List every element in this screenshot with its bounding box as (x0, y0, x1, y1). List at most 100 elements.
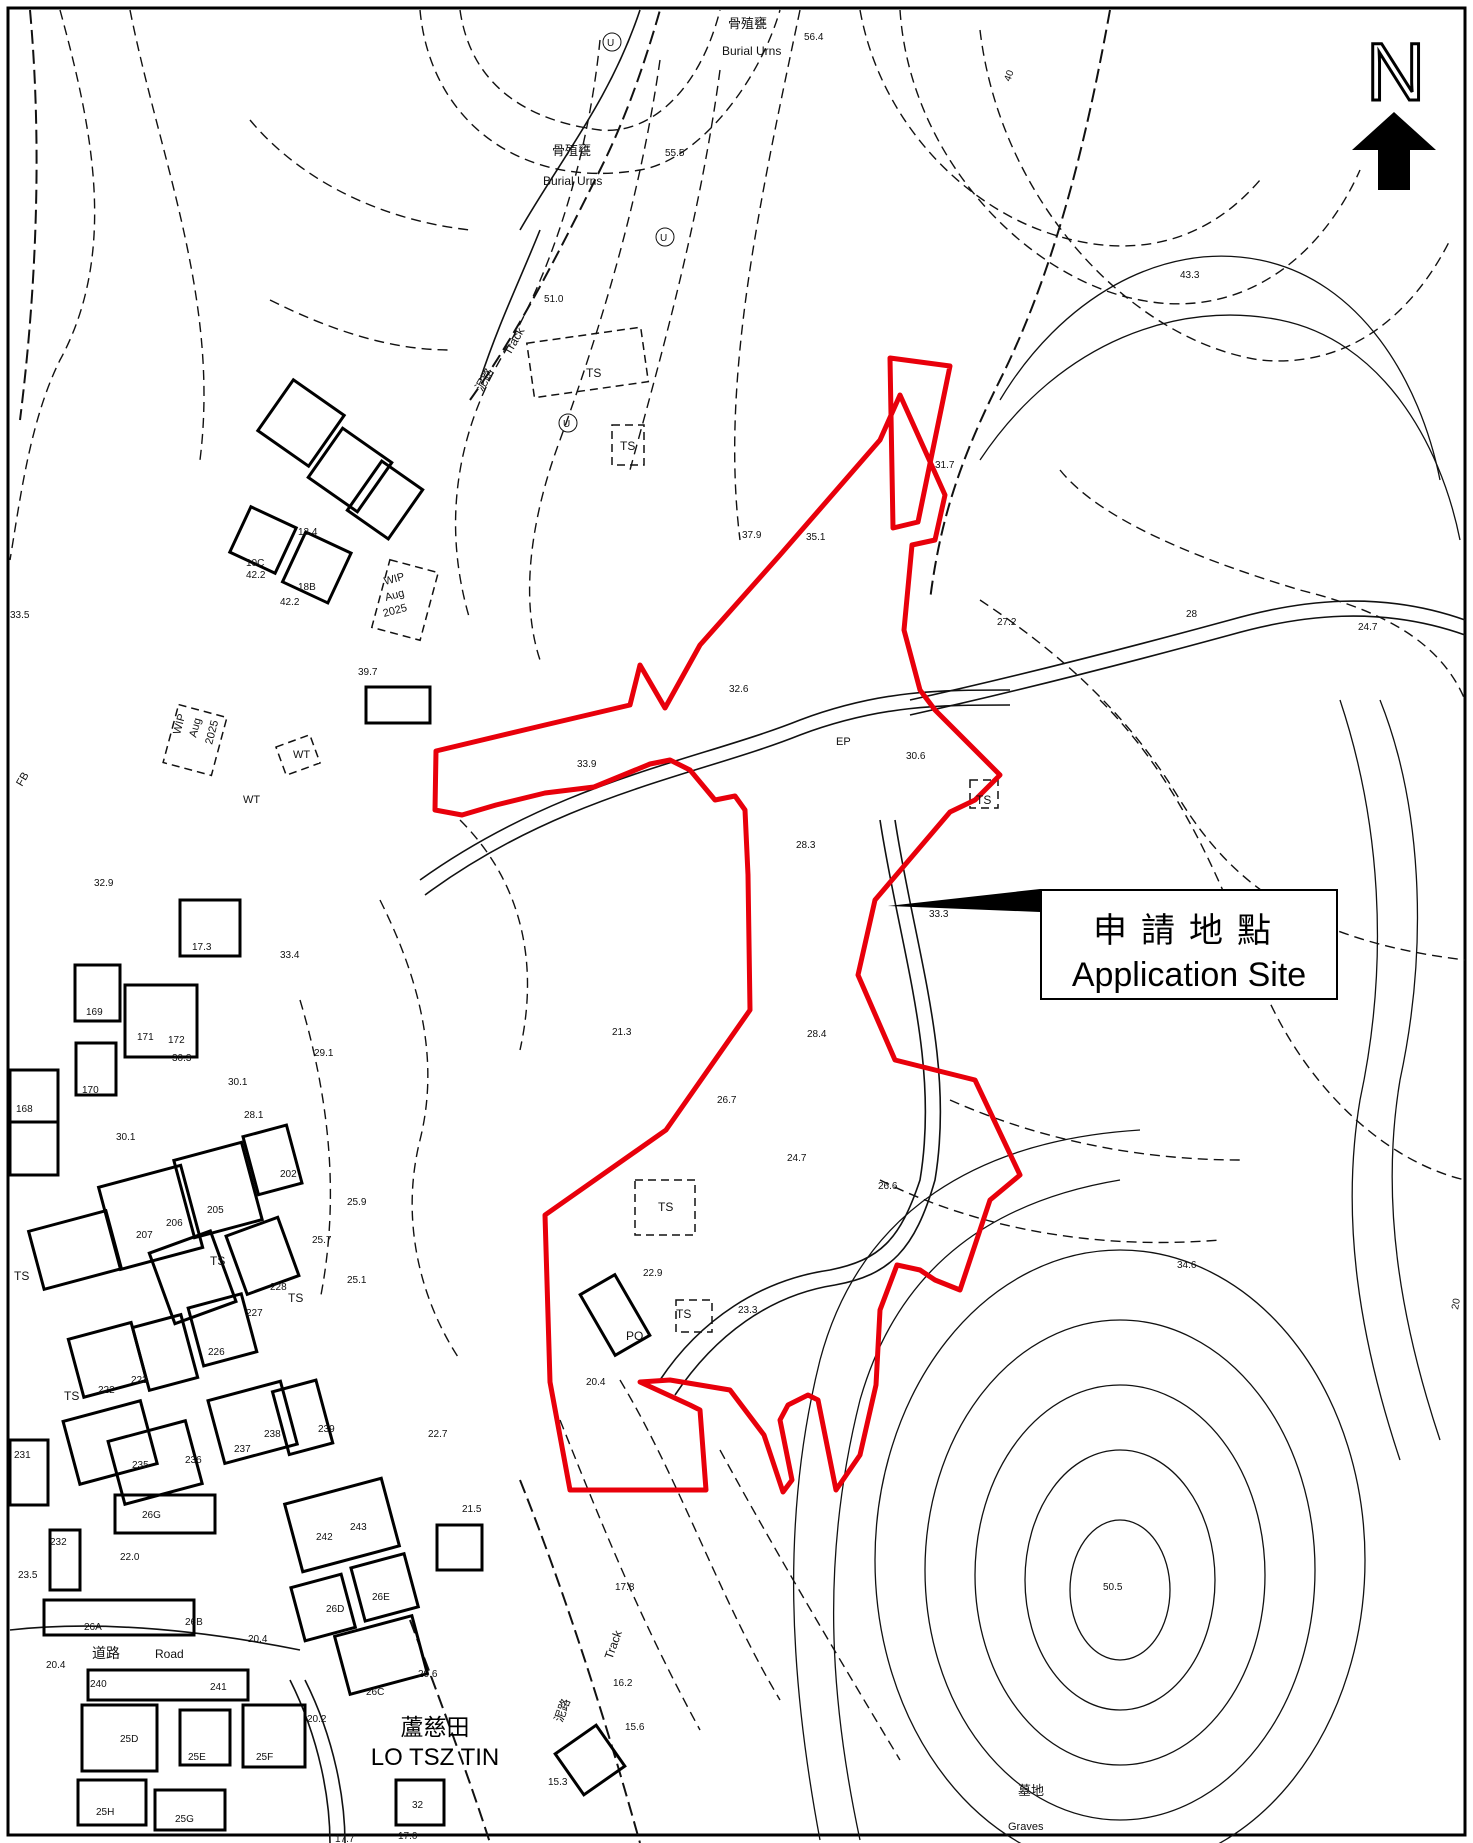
svg-text:20.2: 20.2 (307, 1714, 327, 1725)
svg-text:168: 168 (16, 1104, 33, 1115)
urn-symbols: U U U (558, 32, 675, 433)
post-office-label: PO (626, 1329, 643, 1343)
svg-text:223: 223 (131, 1375, 148, 1386)
svg-text:25H: 25H (96, 1807, 114, 1818)
svg-text:U: U (607, 38, 614, 49)
svg-text:238: 238 (264, 1429, 281, 1440)
svg-text:25.7: 25.7 (312, 1235, 332, 1246)
wip-label: 2025 (382, 602, 409, 620)
svg-text:20.4: 20.4 (46, 1660, 66, 1671)
svg-text:35.1: 35.1 (806, 532, 826, 543)
svg-text:226: 226 (208, 1347, 225, 1358)
buildings (8, 377, 652, 1832)
svg-text:231: 231 (14, 1450, 31, 1461)
ts-label: TS (586, 366, 601, 380)
svg-text:24.7: 24.7 (1358, 622, 1378, 633)
svg-text:239: 239 (318, 1424, 335, 1435)
wip-label: WIP (171, 713, 188, 736)
svg-text:U: U (563, 419, 570, 430)
svg-text:170: 170 (82, 1085, 99, 1096)
svg-text:26E: 26E (372, 1592, 390, 1603)
contour-lines (9, 9, 1466, 1761)
graves-label-en: Graves (1008, 1821, 1044, 1833)
track-label-cn: 泥路 (551, 1696, 573, 1724)
svg-text:25E: 25E (188, 1752, 206, 1763)
svg-text:U: U (660, 233, 667, 244)
svg-text:20.4: 20.4 (248, 1634, 268, 1645)
map-frame (6, 6, 1467, 1837)
map-labels: 骨殖甕 Burial Urns 骨殖甕 Burial Urns 泥路 Track… (14, 16, 1044, 1833)
svg-text:37.9: 37.9 (742, 530, 762, 541)
svg-text:222: 222 (98, 1385, 115, 1396)
ts-label: TS (676, 1307, 691, 1321)
application-site-label-en: Application Site (1071, 956, 1307, 994)
svg-text:25D: 25D (120, 1734, 138, 1745)
svg-text:34.6: 34.6 (1177, 1260, 1197, 1271)
svg-text:28.4: 28.4 (807, 1029, 827, 1040)
ts-label: TS (64, 1389, 79, 1403)
svg-text:241: 241 (210, 1682, 227, 1693)
callout-pointer (888, 889, 1040, 912)
track-label-en: Track (602, 1628, 626, 1662)
svg-text:23.3: 23.3 (738, 1305, 758, 1316)
svg-text:17.7: 17.7 (335, 1834, 355, 1843)
svg-text:26B: 26B (185, 1617, 203, 1628)
svg-text:43.3: 43.3 (1180, 270, 1200, 281)
svg-text:27.2: 27.2 (997, 617, 1017, 628)
svg-text:26.7: 26.7 (717, 1095, 737, 1106)
ts-label: TS (288, 1291, 303, 1305)
svg-text:26D: 26D (326, 1604, 344, 1615)
svg-text:171: 171 (137, 1032, 154, 1043)
svg-text:30.3: 30.3 (172, 1053, 192, 1064)
tracks (19, 9, 1111, 1843)
burial-urns-label-en: Burial Urns (722, 44, 781, 58)
svg-text:28: 28 (1186, 609, 1198, 620)
north-letter: N (1366, 27, 1425, 118)
wip-label: WIP (383, 571, 406, 588)
svg-text:31.7: 31.7 (935, 460, 955, 471)
hill-contours (792, 255, 1461, 1843)
svg-text:28.1: 28.1 (244, 1110, 264, 1121)
place-name-cn: 蘆慈田 (400, 1715, 470, 1741)
svg-text:26G: 26G (142, 1510, 161, 1521)
svg-text:28.3: 28.3 (796, 840, 816, 851)
svg-text:17.8: 17.8 (615, 1582, 635, 1593)
svg-text:33.3: 33.3 (929, 909, 949, 920)
footpath-label: EP (836, 736, 851, 748)
wip-label: Aug (384, 587, 406, 604)
svg-text:25F: 25F (256, 1752, 273, 1763)
svg-text:228: 228 (270, 1282, 287, 1293)
svg-text:18B: 18B (298, 582, 316, 593)
svg-text:22.0: 22.0 (120, 1552, 140, 1563)
svg-text:17.0: 17.0 (398, 1831, 418, 1842)
svg-text:10C: 10C (246, 558, 264, 569)
application-site-boundary (432, 355, 1023, 1495)
place-name: 蘆慈田 LO TSZ TIN (355, 1708, 515, 1772)
application-site-label-cn: 申請地點 (1093, 911, 1285, 951)
water-tank-label: WT (293, 749, 310, 761)
ts-label: TS (620, 439, 635, 453)
svg-text:15.3: 15.3 (548, 1777, 568, 1788)
svg-text:39.7: 39.7 (358, 667, 378, 678)
svg-text:16.2: 16.2 (613, 1678, 633, 1689)
road-label-en: Road (155, 1647, 184, 1661)
svg-text:13.4: 13.4 (298, 527, 318, 538)
svg-text:23.5: 23.5 (18, 1570, 38, 1581)
burial-urns-label-cn: 骨殖甕 (728, 16, 767, 31)
spot-heights: 56.4 55.5 51.0 43.3 37.9 35.1 31.7 27.2 … (10, 32, 1463, 1843)
svg-text:22.9: 22.9 (643, 1268, 663, 1279)
svg-text:26C: 26C (366, 1687, 384, 1698)
water-tank-label: WT (243, 794, 260, 806)
svg-text:205: 205 (207, 1205, 224, 1216)
svg-text:242: 242 (316, 1532, 333, 1543)
wip-label: Aug (187, 717, 204, 739)
svg-text:206: 206 (166, 1218, 183, 1229)
track-label-cn: 泥路 (472, 365, 497, 393)
temporary-structures (162, 326, 999, 1333)
svg-text:235: 235 (132, 1460, 149, 1471)
svg-text:33.4: 33.4 (280, 950, 300, 961)
svg-text:30.1: 30.1 (228, 1077, 248, 1088)
svg-text:50.5: 50.5 (1103, 1582, 1123, 1593)
svg-text:21.5: 21.5 (462, 1504, 482, 1515)
ts-label: TS (976, 793, 991, 807)
